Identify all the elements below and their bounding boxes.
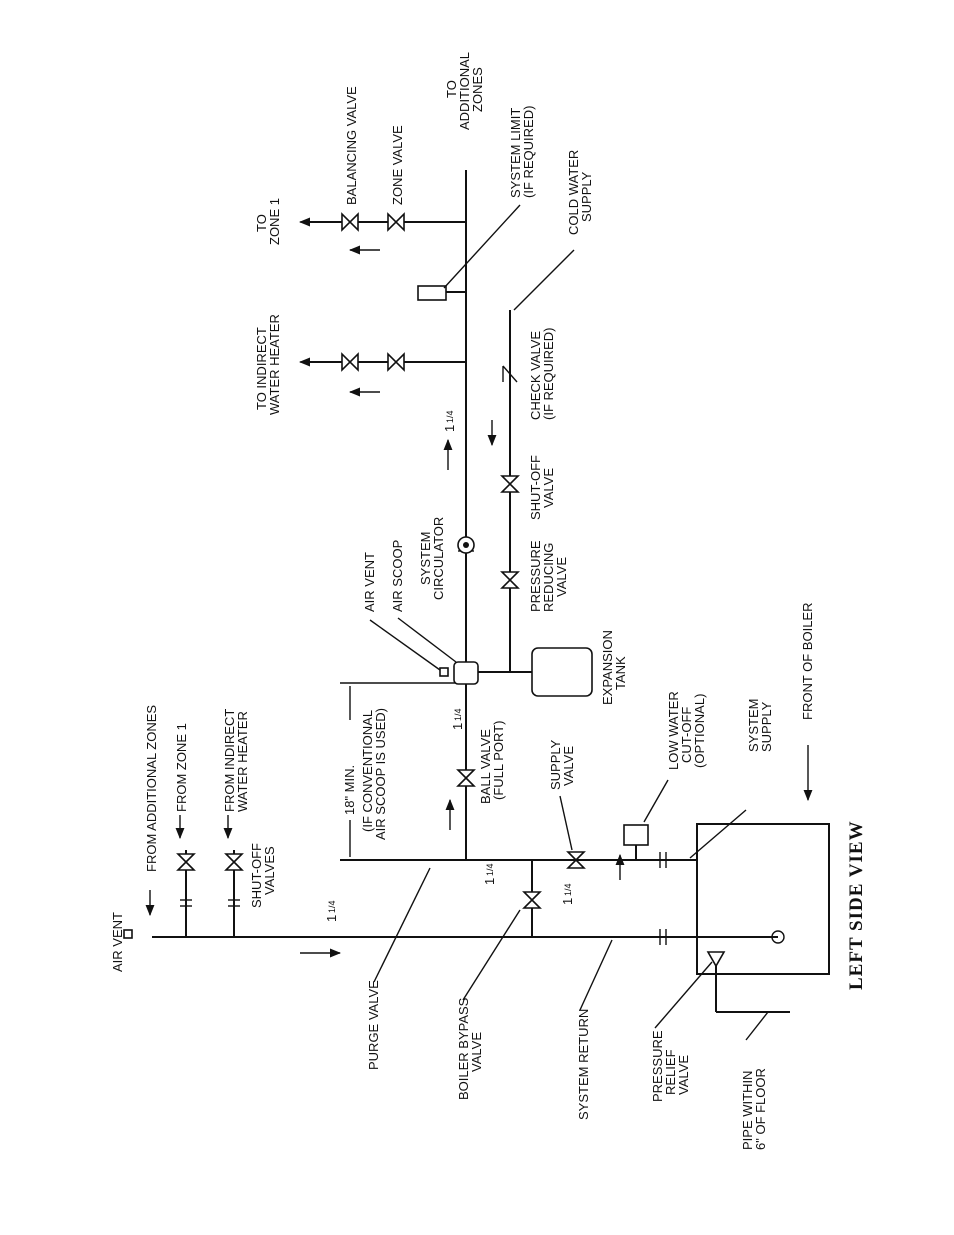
leader-lines (369, 204, 769, 1041)
label-to-zone-1-b: ZONE 1 (267, 198, 282, 245)
label-pipe-within-1: PIPE WITHIN (740, 1071, 755, 1150)
label-pressure-relief-1: PRESSURE (650, 1030, 665, 1102)
label-to-additional-3: ZONES (470, 67, 485, 112)
label-system-circulator-2: CIRCULATOR (431, 517, 446, 600)
balancing-valve-zone-1 (341, 212, 359, 232)
label-system-circulator-1: SYSTEM (418, 532, 433, 585)
label-low-water-1: LOW WATER (666, 691, 681, 770)
pressure-relief-valve (706, 951, 726, 968)
label-pipe-within-2: 6" OF FLOOR (753, 1068, 768, 1150)
svg-text:1: 1 (482, 878, 497, 885)
label-air-vent-top: AIR VENT (110, 912, 125, 972)
label-from-indirect-1: FROM INDIRECT (222, 709, 237, 812)
label-shutoff-valve-1: SHUT-OFF (528, 455, 543, 520)
svg-text:1: 1 (442, 425, 457, 432)
label-from-zone-1: FROM ZONE 1 (174, 723, 189, 812)
label-low-water-2: CUT-OFF (679, 707, 694, 763)
ball-valve (456, 769, 476, 787)
label-to-additional-2: ADDITIONAL (457, 52, 472, 130)
label-shutoff-valves-1: SHUT-OFF (249, 843, 264, 908)
shutoff-valve-cold (500, 475, 520, 493)
label-boiler-bypass-2: VALVE (469, 1032, 484, 1072)
label-front-of-boiler: FRONT OF BOILER (800, 603, 815, 721)
labels: AIR VENT FROM ADDITIONAL ZONES FROM ZONE… (110, 52, 815, 1150)
shutoff-valve-zone-1 (176, 853, 196, 871)
svg-text:1/4: 1/4 (485, 863, 495, 876)
label-air-scoop: AIR SCOOP (390, 540, 405, 612)
label-expansion-tank-2: TANK (613, 656, 628, 690)
svg-text:1: 1 (324, 915, 339, 922)
pipe-size-marker: 11/4 (560, 883, 575, 905)
label-pressure-reducing-1: PRESSURE (528, 540, 543, 612)
label-18-min-1: 18" MIN. (342, 765, 357, 815)
boiler-outline (696, 823, 830, 975)
label-18-min-2: (IF CONVENTIONAL (360, 710, 375, 832)
diagram-title: LEFT SIDE VIEW (846, 820, 867, 990)
boiler-bypass-valve (522, 891, 542, 909)
flow-arrows (145, 217, 813, 958)
air-scoop (453, 661, 479, 685)
svg-text:1: 1 (450, 723, 465, 730)
svg-text:1/4: 1/4 (327, 900, 337, 913)
label-system-return: SYSTEM RETURN (576, 1009, 591, 1120)
label-system-limit-2: (IF REQUIRED) (521, 106, 536, 198)
shutoff-valve-indirect (224, 853, 244, 871)
air-vent-scoop (439, 667, 449, 677)
label-18-min-3: AIR SCOOP IS USED) (373, 708, 388, 840)
pipe-size-marker: 11/4 (482, 863, 497, 885)
label-check-valve-2: (IF REQUIRED) (541, 328, 556, 420)
svg-text:1/4: 1/4 (453, 708, 463, 721)
svg-text:1/4: 1/4 (445, 410, 455, 423)
zone-valve-indirect (387, 352, 405, 372)
label-to-indirect-1: TO INDIRECT (254, 327, 269, 410)
label-from-additional-zones: FROM ADDITIONAL ZONES (144, 705, 159, 872)
piping (152, 170, 790, 1013)
pressure-reducing-valve (500, 571, 520, 589)
label-check-valve-1: CHECK VALVE (528, 331, 543, 420)
zone-valve-zone-1 (387, 212, 405, 232)
pipe-size-marker: 11/4 (324, 900, 339, 922)
label-expansion-tank-1: EXPANSION (600, 630, 615, 705)
label-system-supply-2: SUPPLY (759, 701, 774, 752)
label-shutoff-valves-2: VALVES (262, 846, 277, 895)
label-pressure-relief-3: VALVE (676, 1055, 691, 1095)
pipe-size-marker: 11/4 (450, 708, 465, 730)
svg-text:1: 1 (560, 898, 575, 905)
label-supply-valve-1: SUPPLY (548, 739, 563, 790)
label-to-additional-1: TO (444, 80, 459, 98)
label-ball-valve-1: BALL VALVE (478, 729, 493, 804)
label-system-supply-1: SYSTEM (746, 699, 761, 752)
low-water-cutoff (623, 824, 649, 846)
label-cold-water-2: SUPPLY (579, 171, 594, 222)
air-vent-top (123, 929, 133, 939)
check-valve (502, 365, 518, 383)
label-ball-valve-2: (FULL PORT) (491, 721, 506, 800)
label-system-limit-1: SYSTEM LIMIT (508, 108, 523, 198)
label-boiler-bypass-1: BOILER BYPASS (456, 997, 471, 1100)
svg-text:1/4: 1/4 (563, 883, 573, 896)
label-zone-valve: ZONE VALVE (390, 125, 405, 205)
balancing-valve-indirect (341, 352, 359, 372)
label-cold-water-1: COLD WATER (566, 150, 581, 235)
label-from-indirect-2: WATER HEATER (235, 711, 250, 812)
label-pressure-reducing-2: REDUCING (541, 543, 556, 612)
supply-valve (566, 851, 586, 869)
pipe-size-marker: 11/4 (442, 410, 457, 432)
system-limit (417, 285, 447, 301)
label-balancing-valve: BALANCING VALVE (344, 86, 359, 205)
label-pressure-relief-2: RELIEF (663, 1049, 678, 1095)
label-shutoff-valve-2: VALVE (541, 468, 556, 508)
label-pressure-reducing-3: VALVE (554, 557, 569, 597)
label-low-water-3: (OPTIONAL) (692, 694, 707, 768)
label-air-vent-scoop: AIR VENT (362, 552, 377, 612)
label-supply-valve-2: VALVE (561, 746, 576, 786)
label-to-zone-1-a: TO (254, 214, 269, 232)
label-to-indirect-2: WATER HEATER (267, 314, 282, 415)
expansion-tank (531, 647, 593, 697)
valve-symbols (176, 212, 726, 968)
label-purge-valve: PURGE VALVE (366, 980, 381, 1070)
